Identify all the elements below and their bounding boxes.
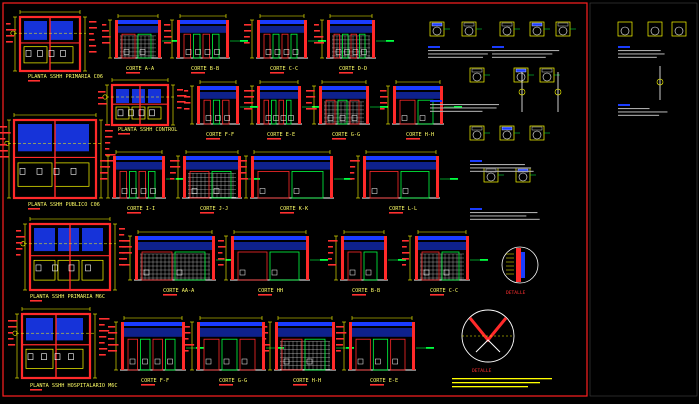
detail-label: DETALLE: [472, 368, 492, 374]
section-19: CORTE H-H: [262, 316, 354, 386]
side-fixture-1: [617, 21, 633, 37]
detail-callout-2: DETALLE: [461, 309, 515, 374]
section-14: CORTE HH: [218, 230, 328, 296]
section-10: CORTE J-J: [170, 150, 260, 214]
section-label: CORTE G-G: [332, 132, 360, 138]
section-6: CORTE F-F: [184, 80, 258, 140]
section-18: CORTE G-G: [184, 316, 284, 386]
general-notes: [452, 378, 552, 388]
section-11: CORTE K-K: [238, 150, 352, 214]
section-label: CORTE E-E: [267, 132, 295, 138]
floor-plan-label: PLANTA SSHH HOSPITALARIO M6C: [30, 383, 117, 389]
section-label: CORTE H-H: [293, 378, 321, 384]
section-label: CORTE B-B: [191, 66, 219, 72]
section-13: CORTE AA-A: [122, 230, 234, 296]
section-label: CORTE F-F: [141, 378, 169, 384]
fixture-detail-8: [539, 67, 560, 83]
floor-plan-label: PLANTA SSHH PRIMARIA M6C: [30, 294, 105, 300]
section-label: CORTE J-J: [200, 206, 228, 212]
note-block-4: [470, 160, 534, 172]
section-label: CORTE F-F: [206, 132, 234, 138]
side-note-2: [618, 104, 668, 116]
floor-plan-label: PLANTA SSHH PRIMARIA C06: [28, 74, 103, 80]
detail-callout-1: DETALLE: [501, 246, 539, 296]
floor-plan-label: PLANTA SSHH PUBLICO C06: [28, 202, 100, 208]
section-label: CORTE I-I: [127, 206, 155, 212]
sections-group: CORTE A-A CORTE B-B CORTE C-C CORTE D-D CORT…: [100, 14, 488, 386]
section-12: CORTE L-L: [350, 150, 458, 214]
section-label: CORTE D-D: [339, 66, 367, 72]
fixture-detail-10: [499, 125, 520, 141]
section-label: CORTE H-H: [406, 132, 434, 138]
section-label: CORTE G-G: [219, 378, 247, 384]
section-label: CORTE HH: [258, 288, 283, 294]
section-5: CORTE E-E: [244, 80, 320, 140]
note-block-3: [430, 100, 500, 112]
section-9: CORTE I-I: [100, 150, 184, 214]
section-1: CORTE A-A: [102, 14, 180, 74]
floor-plan-2: PLANTA SSHH CONTROL: [98, 78, 187, 135]
pipe-riser-2: [554, 72, 562, 112]
note-block-1: [428, 46, 495, 58]
fixture-detail-1: [429, 21, 450, 37]
section-label: CORTE E-E: [370, 378, 398, 384]
section-label: CORTE C-C: [430, 288, 458, 294]
floor-plan-label: PLANTA SSHH CONTROL: [118, 127, 177, 133]
section-16: CORTE C-C: [402, 230, 488, 296]
fixture-detail-6: [469, 67, 490, 83]
section-label: CORTE A-A: [126, 66, 155, 72]
fixture-detail-7: [513, 67, 534, 83]
section-4: CORTE D-D: [314, 14, 394, 74]
section-label: CORTE K-K: [280, 206, 309, 212]
section-7: CORTE G-G: [306, 80, 388, 140]
floor-plan-4: PLANTA SSHH PRIMARIA M6C: [16, 217, 130, 302]
detail-label: DETALLE: [506, 290, 526, 296]
section-label: CORTE B-B: [352, 288, 380, 294]
side-riser: [656, 66, 664, 100]
pipe-riser-1: [518, 72, 526, 112]
fixture-detail-9: [469, 125, 490, 141]
note-block-5: [470, 208, 540, 220]
fixture-detail-5: [555, 21, 576, 37]
section-15: CORTE B-B: [328, 230, 406, 296]
fixture-detail-2: [461, 21, 482, 37]
section-2: CORTE B-B: [164, 14, 248, 74]
side-fixture-2: [647, 21, 663, 37]
fixture-detail-11: [529, 125, 550, 141]
fixture-detail-4: [529, 21, 550, 37]
section-label: CORTE C-C: [270, 66, 298, 72]
floor-plan-3: PLANTA SSHH PUBLICO C06: [0, 113, 116, 210]
detail-callouts-group: DETALLE DETALLE: [452, 246, 552, 388]
side-fixture-3: [671, 21, 687, 37]
side-note-1: [618, 46, 665, 58]
section-20: CORTE E-E: [336, 316, 434, 386]
floor-plan-1: PLANTA SSHH PRIMARIA C06: [6, 10, 103, 82]
section-label: CORTE AA-A: [163, 288, 195, 294]
drawing-frame: [2, 2, 588, 397]
section-label: CORTE L-L: [389, 206, 417, 212]
fixture-details-group: [428, 21, 576, 220]
side-panel-frame: [589, 2, 698, 397]
floor-plan-5: PLANTA SSHH HOSPITALARIO M6C: [8, 307, 117, 391]
fixture-detail-3: [499, 21, 520, 37]
note-block-2: [492, 46, 560, 58]
side-panel-group: [617, 21, 687, 116]
section-3: CORTE C-C: [244, 14, 326, 74]
